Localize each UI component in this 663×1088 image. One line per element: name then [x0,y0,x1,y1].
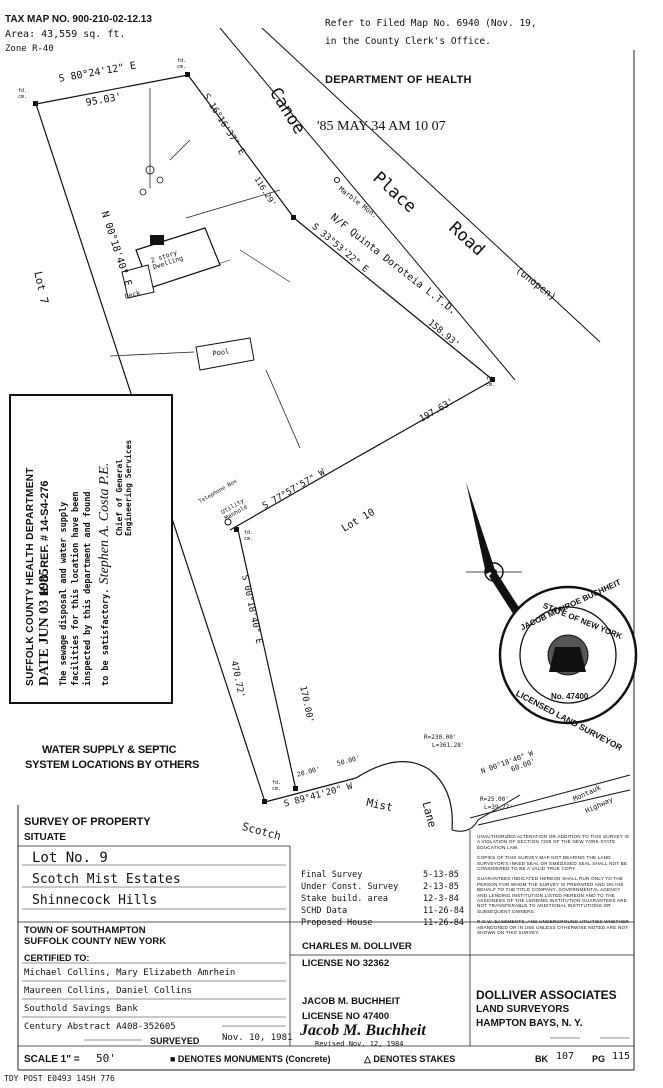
page-label: PG [592,1054,606,1064]
stamp-text-3: inspected by this department and found [83,491,93,686]
revision-4-label: SCHD Data [301,906,348,916]
revision-5-label: Proposed House [301,918,373,928]
book-label: BK [535,1054,548,1064]
estates-name: Scotch Mist Estates [32,872,181,887]
monument-label-se: fd. cm. [486,376,496,388]
firm-type: LAND SURVEYORS [476,1004,570,1015]
monument-label-sw: fd. cm. [272,780,282,792]
zone-label: Zone R-40 [5,44,54,54]
filed-map-line2: in the County Clerk's Office. [325,36,491,47]
survey-title: SURVEY OF PROPERTY [24,816,151,828]
area-label: Area: 43,559 sq. ft. [5,29,126,40]
filed-map-line1: Refer to Filed Map No. 6940 (Nov. 19, [325,18,537,29]
footer-code: TDY POST E0493 14SH 776 [4,1074,115,1083]
book-value: 107 [556,1051,575,1062]
suffolk-health-stamp: SUFFOLK COUNTY HEALTH DEPARTMENT H. D. R… [9,394,173,704]
curve2-radius: R=25.00' [480,796,509,803]
seal-number: No. 47400 [551,692,589,701]
note-1: UNAUTHORIZED ALTERATION OR ADDITION TO T… [477,834,630,850]
stamp-text-4: to be satisfactory. [101,588,111,686]
monuments-legend: ■ DENOTES MONUMENTS (Concrete) [170,1054,331,1064]
note-3: GUARANTEES INDICATED HEREON SHALL RUN ON… [477,876,627,914]
scale-value: 50' [96,1052,116,1065]
hills-name: Shinnecock Hills [32,893,158,908]
note-2: COPIES OF THIS SURVEY MAP NOT BEARING TH… [477,855,628,872]
firm-city: HAMPTON BAYS, N. Y. [476,1018,583,1029]
stamp-text-2: facilities for this location have been [71,491,81,686]
monument-label-lot: fd. cm. [244,530,254,542]
revision-3-date: 12-3-84 [423,894,459,904]
stakes-legend: △ DENOTES STAKES [364,1054,456,1064]
certified-label: CERTIFIED TO: [24,953,90,963]
stamp-title: SUFFOLK COUNTY HEALTH DEPARTMENT [25,467,36,686]
county-label: SUFFOLK COUNTY NEW YORK [24,936,167,947]
certified-4: Century Abstract A408-352605 [24,1022,176,1032]
legal-notes: UNAUTHORIZED ALTERATION OR ADDITION TO T… [477,834,632,941]
certified-1: Michael Collins, Mary Elizabeth Amrhein [24,968,236,978]
curve1-length: L=361.28' [432,742,465,749]
doh-stamp-title: DEPARTMENT OF HEALTH [325,74,472,86]
surveyed-date: Nov. 10, 1981 [222,1033,293,1043]
surveyor-buchheit: JACOB M. BUCHHEIT [302,996,401,1007]
water-supply-line2: SYSTEM LOCATIONS BY OTHERS [25,759,200,771]
revision-3-label: Stake build. area [301,894,388,904]
lot-number: Lot No. 9 [32,850,108,866]
scale-label: SCALE 1" = [24,1054,80,1065]
revision-2-label: Under Const. Survey [301,882,399,892]
revision-5-date: 11-26-84 [423,918,464,928]
license-buchheit: LICENSE NO 47400 [302,1011,390,1022]
revision-1-date: 5-13-85 [423,870,459,880]
curve2-length: L=39.27' [484,804,513,811]
revision-1-label: Final Survey [301,870,363,880]
firm-name: DOLLIVER ASSOCIATES [476,988,617,1002]
water-supply-line1: WATER SUPPLY & SEPTIC [42,744,177,756]
page-value: 115 [612,1051,631,1062]
monument-label-nw: fd. cm. [18,88,28,100]
stamp-chief: Chief of General Engineering Services [115,439,133,536]
curve1-radius: R=230.00' [424,734,457,741]
revised-date: Revised Nov. 12, 1984 [315,1040,404,1048]
tax-map-number: TAX MAP NO. 900-210-02-12.13 [5,14,152,25]
certified-2: Maureen Collins, Daniel Collins [24,986,192,996]
stamp-signature: Stephen A. Costa P.E. [97,462,112,585]
monument-label-ne: fd. cm. [177,58,187,70]
surveyed-label: SURVEYED [150,1036,200,1046]
town-label: TOWN OF SOUTHAMPTON [24,925,146,936]
note-4: R.O.W. EASEMENTS, AND UNDERGROUND UTILIT… [477,919,629,936]
revision-4-date: 11-26-84 [423,906,464,916]
surveyor-dolliver: CHARLES M. DOLLIVER [302,941,412,952]
situate-label: SITUATE [24,832,67,843]
buchheit-signature: Jacob M. Buchheit [300,1022,426,1039]
certified-3: Southold Savings Bank [24,1004,138,1014]
stamp-text-1: The sewage disposal and water supply [59,501,69,686]
license-dolliver: LICENSE NO 32362 [302,958,390,969]
revision-2-date: 2-13-85 [423,882,459,892]
doh-stamp-date: '85 MAY 34 AM 10 07 [317,119,446,134]
